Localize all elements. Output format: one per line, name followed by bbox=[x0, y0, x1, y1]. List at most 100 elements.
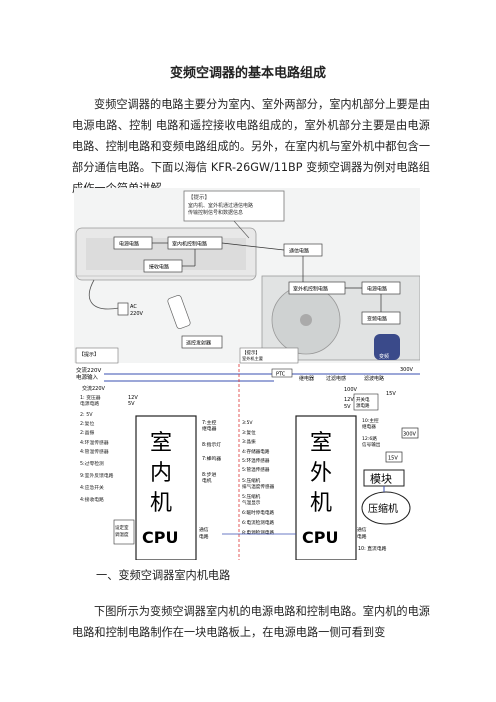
svg-text:信号输出: 信号输出 bbox=[362, 441, 381, 448]
outdoor-cpu-block bbox=[295, 415, 357, 560]
note-box-mid bbox=[239, 347, 299, 364]
label-relay: 继电器 bbox=[299, 375, 314, 382]
section-paragraph: 下图所示为变频空调器室内机的电源电路和控制电路。室内机的电源电路和控制电路制作在… bbox=[72, 605, 430, 639]
note-mid-line1: 室外机主要 bbox=[242, 355, 263, 362]
v300-box bbox=[401, 427, 419, 439]
set-temp-line1: 设定室 bbox=[115, 524, 129, 531]
label-bottom-right: 变频 bbox=[379, 353, 389, 360]
svg-text:4:接收电路: 4:接收电路 bbox=[80, 496, 104, 503]
svg-text:8:指示灯: 8:指示灯 bbox=[202, 441, 221, 448]
compressor-ellipse bbox=[361, 491, 411, 525]
svg-text:4:管温传感器: 4:管温传感器 bbox=[80, 448, 109, 455]
label-ac-input-1: 交流220V bbox=[76, 366, 101, 374]
page-title: 变频空调器的基本电路组成 bbox=[169, 66, 326, 81]
svg-text:10:主控: 10:主控 bbox=[362, 417, 379, 424]
note-title-mid: 【提示】 bbox=[242, 349, 260, 356]
svg-text:9:室外反馈电路: 9:室外反馈电路 bbox=[80, 472, 114, 479]
svg-text:12:6路: 12:6路 bbox=[362, 435, 377, 442]
indoor-comm-label-1: 通信 bbox=[199, 526, 209, 533]
note-box-top bbox=[183, 190, 285, 222]
label-12v: 12V bbox=[128, 395, 138, 401]
indoor-cpu-char-2: 内 bbox=[150, 461, 172, 486]
label-300v: 300V bbox=[400, 367, 414, 373]
svg-text:4:存储器电路: 4:存储器电路 bbox=[242, 448, 270, 455]
svg-text:6:电流检测电路: 6:电流检测电路 bbox=[242, 519, 274, 526]
svg-text:5:过零检测: 5:过零检测 bbox=[80, 460, 104, 467]
svg-text:电源电路: 电源电路 bbox=[80, 400, 99, 407]
indoor-cpu-block bbox=[135, 415, 197, 560]
outdoor-cpu-char-1: 室 bbox=[310, 431, 332, 456]
svg-text:5:管温传感器: 5:管温传感器 bbox=[242, 466, 270, 473]
note-box-left bbox=[75, 347, 119, 364]
label-15v: 15V bbox=[386, 391, 396, 397]
label-15v-box: 15V bbox=[388, 456, 398, 462]
indoor-cpu-char-3: 机 bbox=[150, 491, 172, 516]
note-line-2: 传输控制信号和数据信息 bbox=[188, 209, 243, 216]
switch-line1: 开关电 bbox=[356, 396, 370, 403]
svg-text:2: 5V: 2: 5V bbox=[80, 412, 93, 418]
svg-text:2:晶振: 2:晶振 bbox=[80, 429, 94, 436]
label-indoor-control: 室内机控制电路 bbox=[172, 241, 207, 248]
outdoor-cpu-char-2: 外 bbox=[310, 461, 332, 486]
outdoor-left-labels: 3:5V 3:复位 3:晶振 4:存储器电路 5:环温传感器 5:管温传感器 5… bbox=[242, 420, 275, 536]
svg-text:气温显示: 气温显示 bbox=[242, 499, 261, 506]
label-compressor: 压缩机 bbox=[368, 502, 398, 515]
circuit-figure: 【提示】 室内机、室外机通过通信电路 传输控制信号和数据信息 电源电路 室内机控… bbox=[74, 188, 420, 560]
switch-power-box bbox=[353, 393, 379, 411]
wall-socket bbox=[117, 302, 129, 316]
svg-text:4:应急开关: 4:应急开关 bbox=[80, 484, 104, 491]
switch-line2: 源电路 bbox=[356, 402, 370, 409]
label-ac-input-2: 电源输入 bbox=[76, 373, 99, 381]
indoor-cpu-label: CPU bbox=[142, 528, 178, 547]
indoor-cpu-char-1: 室 bbox=[150, 431, 172, 456]
label-power-circuit: 电源电路 bbox=[119, 241, 139, 248]
label-outdoor-12v: 12V bbox=[344, 397, 354, 403]
label-remote: 遥控发射器 bbox=[186, 340, 211, 347]
outdoor-right-labels: 10:主控 继电器 12:6路 信号输出 bbox=[362, 417, 381, 448]
svg-text:1: 变压器: 1: 变压器 bbox=[80, 394, 101, 401]
svg-text:3:复位: 3:复位 bbox=[242, 429, 256, 436]
label-5v: 5V bbox=[128, 401, 135, 407]
svg-text:7:蜂鸣器: 7:蜂鸣器 bbox=[202, 455, 221, 462]
label-ac220: 交流220V bbox=[82, 385, 106, 392]
svg-text:6:暖时停电电路: 6:暖时停电电路 bbox=[242, 509, 274, 516]
box-remote bbox=[181, 335, 223, 349]
label-ptc: PTC bbox=[276, 372, 286, 378]
v15-box bbox=[385, 451, 403, 463]
label-comm: 通信电路 bbox=[289, 248, 309, 255]
compressor-photo bbox=[374, 334, 400, 360]
ac-label-line2: 220V bbox=[130, 311, 144, 317]
svg-text:3:晶振: 3:晶振 bbox=[242, 438, 256, 445]
label-rectifier: 滤波电路 bbox=[364, 375, 384, 382]
label-300v-box: 300V bbox=[403, 432, 417, 438]
label-filter: 过滤电感 bbox=[326, 375, 346, 382]
label-dc-circuit: 10: 直流电路 bbox=[358, 545, 387, 552]
remote-control bbox=[167, 295, 191, 329]
svg-text:5:压缩机: 5:压缩机 bbox=[242, 477, 261, 484]
outdoor-comm-label-2: 电路 bbox=[357, 533, 367, 540]
intro-paragraph: 变频空调器的电路主要分为室内、室外两部分，室内机部分上要是由电源电路、控制 电路… bbox=[72, 98, 431, 195]
indoor-left-labels: 1: 变压器 电源电路 2: 5V 2:复位 2:晶振 4:环温传感器 4:管温… bbox=[80, 394, 114, 503]
label-outdoor-control: 室外机控制电路 bbox=[293, 286, 328, 293]
svg-text:8:电源检测电路: 8:电源检测电路 bbox=[242, 529, 274, 536]
label-receiver: 接收电路 bbox=[149, 264, 169, 271]
set-temp-box bbox=[113, 519, 135, 545]
svg-text:4:环温传感器: 4:环温传感器 bbox=[80, 439, 109, 446]
indoor-right-labels: 7:主控 继电器 8:指示灯 7:蜂鸣器 8:步进 电机 bbox=[202, 419, 221, 484]
svg-text:继电器: 继电器 bbox=[202, 425, 217, 432]
svg-text:5:压缩机: 5:压缩机 bbox=[242, 493, 261, 500]
label-module: 模块 bbox=[370, 473, 392, 486]
label-outdoor-power: 电源电路 bbox=[367, 286, 387, 293]
outdoor-comm-label-1: 通信 bbox=[357, 526, 367, 533]
label-100v: 100V bbox=[344, 387, 358, 393]
note-line-1: 室内机、室外机通过通信电路 bbox=[188, 202, 253, 209]
outdoor-cpu-label: CPU bbox=[302, 528, 338, 547]
label-inverter: 变频电路 bbox=[367, 316, 387, 323]
svg-text:5:环温传感器: 5:环温传感器 bbox=[242, 457, 270, 464]
indoor-comm-label-2: 电路 bbox=[199, 533, 209, 540]
svg-text:3:5V: 3:5V bbox=[242, 420, 253, 426]
note-title-top: 【提示】 bbox=[188, 193, 210, 201]
note-title-left: 【提示】 bbox=[79, 351, 99, 358]
svg-text:排气温度传感器: 排气温度传感器 bbox=[242, 483, 275, 490]
set-temp-line2: 调温度 bbox=[115, 531, 129, 538]
